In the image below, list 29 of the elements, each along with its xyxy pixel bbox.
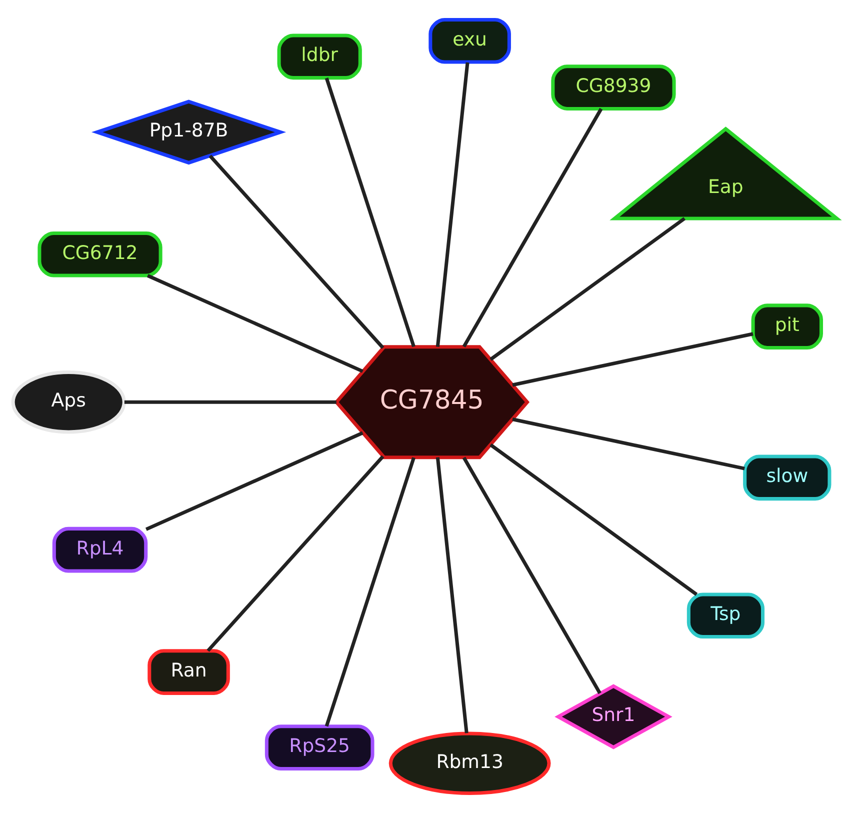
node-box: exu — [428, 18, 511, 64]
connector — [208, 154, 384, 349]
node-box: RpS25 — [264, 724, 374, 770]
connector — [145, 431, 364, 531]
connector — [146, 274, 364, 373]
connector — [462, 108, 603, 348]
node-diamond: Snr1 — [554, 684, 672, 750]
connector — [436, 457, 468, 734]
node-diamond: Pp1-87B — [92, 100, 286, 165]
node-box: RpL4 — [52, 526, 148, 573]
node-box: CG8939 — [551, 64, 676, 110]
node-box: Tsp — [686, 592, 764, 639]
connector — [124, 400, 336, 404]
node-box: pit — [751, 304, 823, 350]
node-box: ldbr — [277, 34, 362, 80]
node-box: Ran — [148, 649, 230, 695]
connector — [490, 217, 686, 361]
connector — [324, 457, 416, 727]
connector — [462, 456, 602, 694]
connector — [324, 78, 416, 348]
node-ellipse: Aps — [11, 370, 126, 434]
node-box: CG6712 — [38, 231, 162, 278]
connector — [512, 332, 754, 387]
connector — [512, 418, 745, 470]
node-ellipse: Rbm13 — [388, 732, 551, 795]
node-box: slow — [743, 454, 832, 501]
connector — [206, 455, 384, 652]
connector — [490, 443, 698, 596]
connector — [436, 62, 470, 348]
